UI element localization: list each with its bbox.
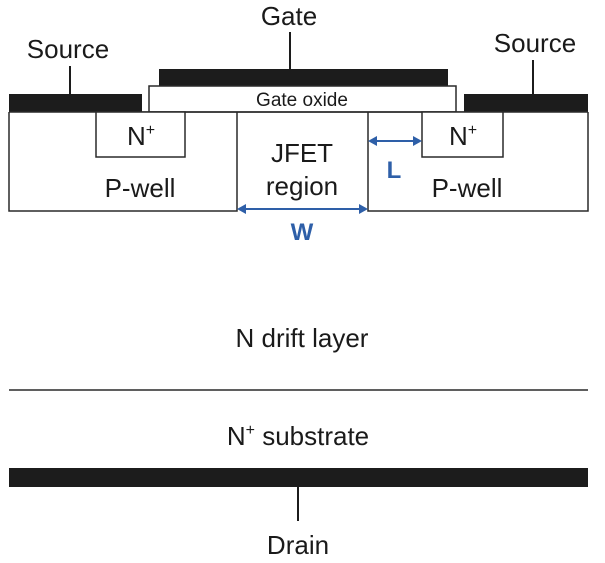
- drift-layer-label: N drift layer: [236, 323, 369, 353]
- source-right-label: Source: [494, 28, 576, 58]
- substrate-label: N+ substrate: [227, 421, 369, 451]
- source-right-metal: [464, 94, 588, 112]
- gate-oxide-label: Gate oxide: [256, 90, 348, 111]
- nplus-right-label: N+: [449, 121, 477, 151]
- pwell-left-label: P-well: [105, 173, 176, 203]
- gate-label: Gate: [261, 1, 317, 31]
- pwell-right: [367, 112, 589, 212]
- nplus-left-label: N+: [127, 121, 155, 151]
- jfet-region-label-line2: region: [266, 171, 338, 201]
- source-left-metal: [9, 94, 142, 112]
- dimension-L: [368, 136, 422, 146]
- dimension-W: [237, 204, 368, 214]
- pwell-left: [8, 112, 238, 212]
- drain-metal: [9, 468, 588, 487]
- source-left-label: Source: [27, 34, 109, 64]
- drain-label: Drain: [267, 530, 329, 560]
- gate-oxide: [148, 85, 457, 113]
- dimension-L-label: L: [387, 157, 402, 184]
- gate-metal: [159, 69, 448, 86]
- jfet-region-label-line1: JFET: [271, 138, 333, 168]
- dimension-W-label: W: [291, 219, 314, 246]
- nplus-right: [421, 111, 504, 158]
- nplus-left: [95, 111, 186, 158]
- pwell-right-label: P-well: [432, 173, 503, 203]
